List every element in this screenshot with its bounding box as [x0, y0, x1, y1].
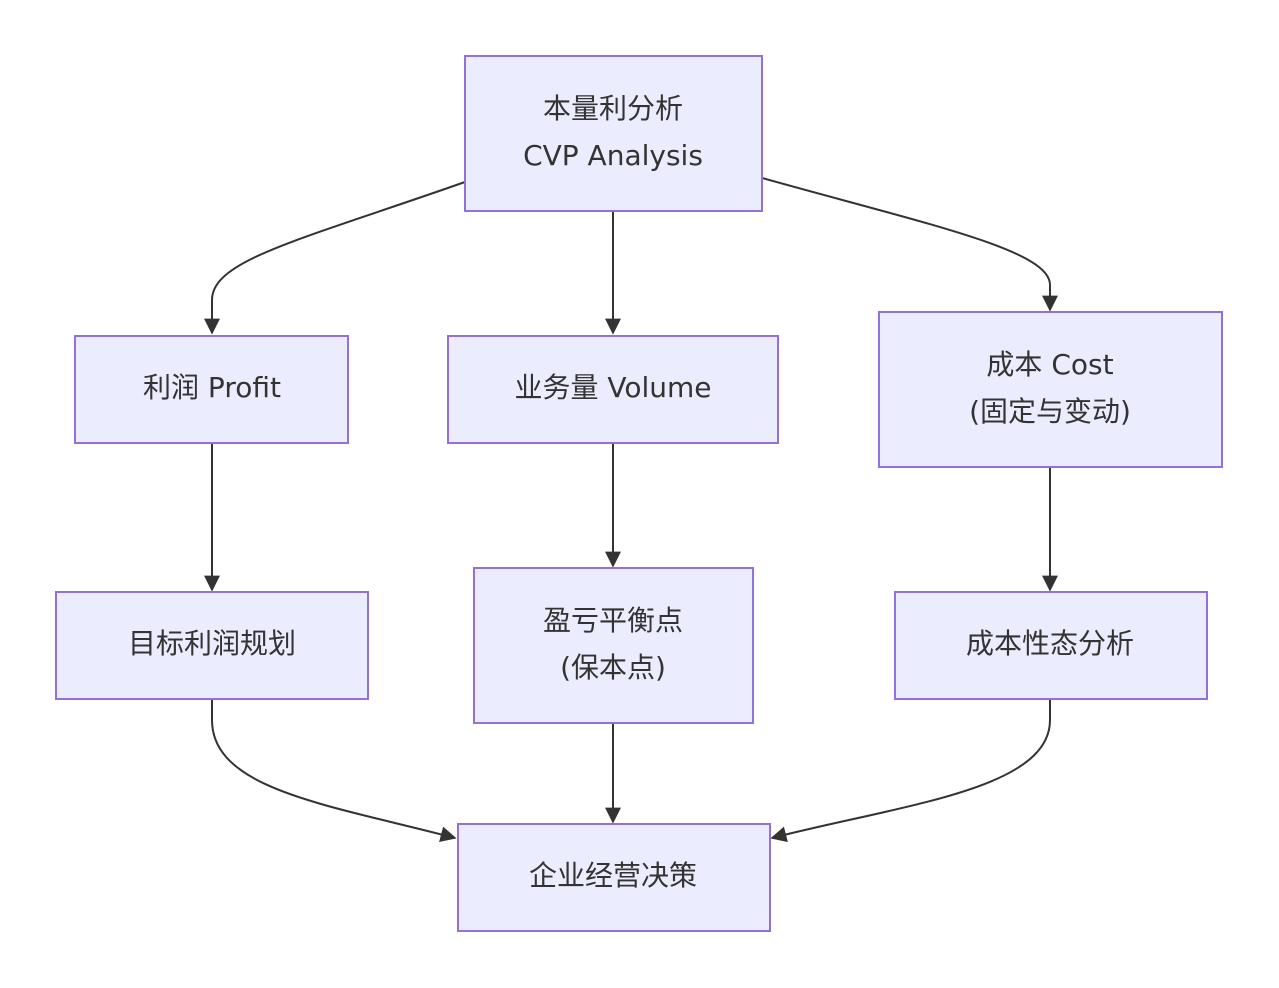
node-breakeven[interactable]: 盈亏平衡点 (保本点) — [473, 567, 754, 724]
edge-target-to-decision — [211, 700, 457, 843]
node-decision[interactable]: 企业经营决策 — [457, 823, 771, 932]
edge-cvp-to-cost — [761, 177, 1058, 312]
node-decision-label: 企业经营决策 — [529, 859, 697, 892]
node-cost-line-2: (固定与变动) — [969, 395, 1131, 428]
node-target-profit[interactable]: 目标利润规划 — [55, 591, 369, 700]
node-profit[interactable]: 利润 Profit — [74, 335, 349, 444]
node-volume[interactable]: 业务量 Volume — [447, 335, 779, 444]
node-profit-label: 利润 Profit — [143, 371, 281, 404]
node-cvp-line-1: 本量利分析 — [543, 92, 683, 125]
node-cost-behavior[interactable]: 成本性态分析 — [894, 591, 1208, 700]
node-cost[interactable]: 成本 Cost (固定与变动) — [878, 311, 1223, 468]
node-cvp-line-2: CVP Analysis — [523, 139, 703, 172]
edges — [204, 177, 1058, 843]
edge-behavior-to-decision — [770, 700, 1051, 843]
node-breakeven-line-1: 盈亏平衡点 — [543, 604, 683, 637]
node-cvp-analysis[interactable]: 本量利分析 CVP Analysis — [464, 55, 763, 212]
node-cost-line-1: 成本 Cost — [986, 348, 1113, 381]
node-target-profit-label: 目标利润规划 — [128, 627, 296, 660]
edge-cvp-to-profit — [204, 181, 466, 335]
node-breakeven-line-2: (保本点) — [560, 651, 666, 684]
node-cost-behavior-label: 成本性态分析 — [966, 627, 1134, 660]
node-volume-label: 业务量 Volume — [514, 371, 711, 404]
